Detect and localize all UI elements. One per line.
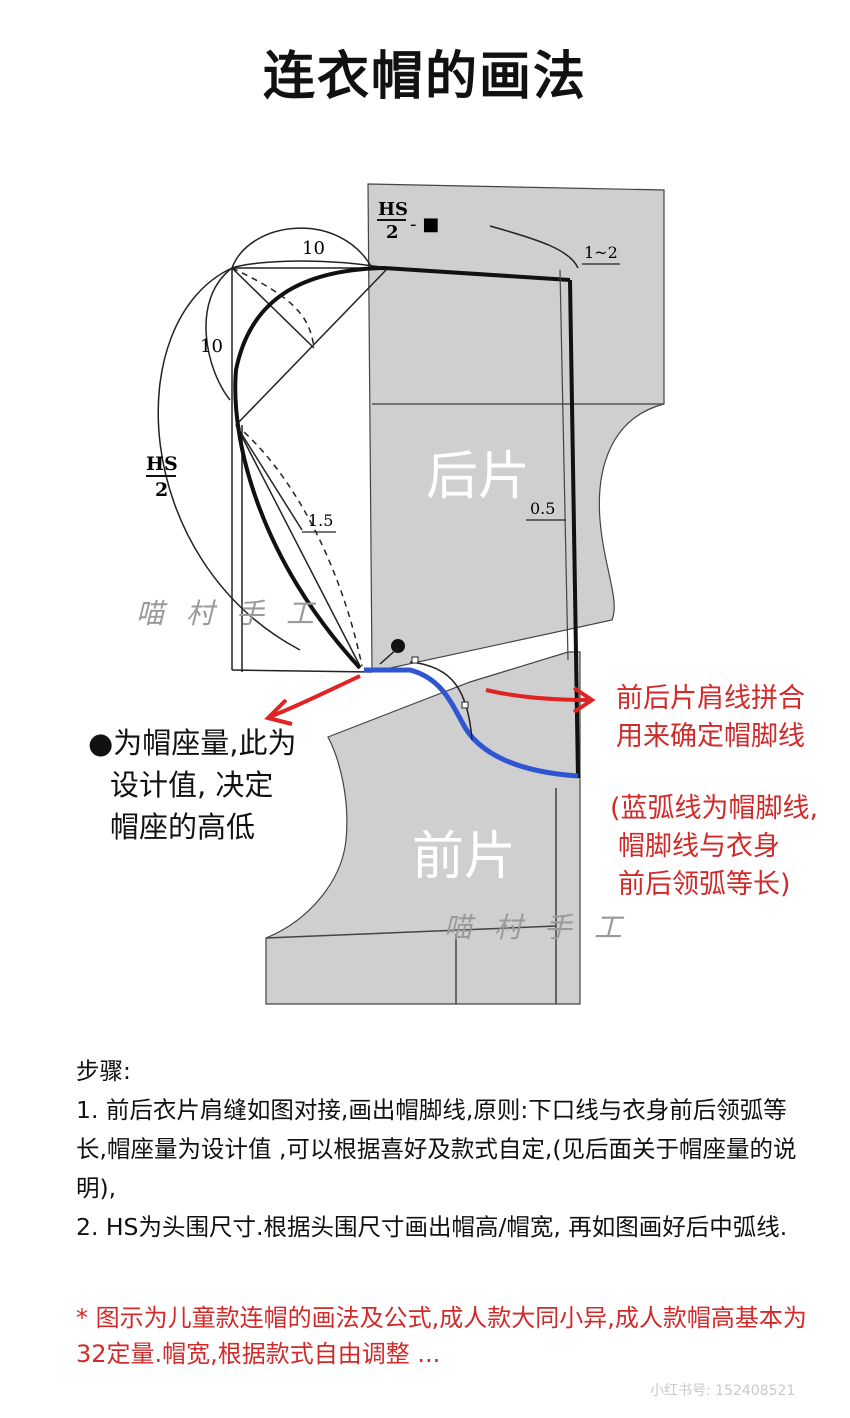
dim-hs-num: HS [146,453,178,475]
hood-foot-note-line1: (蓝弧线为帽脚线, [610,793,819,824]
hood-center-back-curve [233,265,571,670]
back-center-line-thin [559,269,569,661]
steps-section: 步骤: 1. 前后衣片肩缝如图对接,画出帽脚线,原则:下口线与衣身前后领弧等长,… [76,1052,816,1247]
hood-foot-note-line3: 前后领弧等长) [618,869,791,900]
red-arrow-left [264,674,361,726]
shoulder-note-line1: 前后片肩线拼合 [616,683,805,714]
dim-hs-top-suffix: - ■ [410,214,439,235]
dim-1-5-label: 1.5 [308,511,333,530]
hood-foot-note: (蓝弧线为帽脚线, 帽脚线与衣身 前后领弧等长) [610,790,818,904]
dim-side-label: 10 [200,336,223,357]
front-panel [265,651,581,1005]
dim-top-label: 10 [302,238,325,259]
watermark-2: 喵村手工 [444,911,645,944]
hood-seat-note-line2: 设计值, 决定 [110,768,274,802]
footnote: * 图示为儿童款连帽的画法及公式,成人款大同小异,成人款帽高基本为32定量.帽宽… [76,1304,807,1368]
hood-seat-note-line1: ●为帽座量,此为 [88,726,297,760]
notch-mark-2 [461,701,469,709]
step-2: 2. HS为头围尺寸.根据头围尺寸画出帽高/帽宽, 再如图画好后中弧线. [76,1213,788,1241]
dim-hs-top-den: 2 [386,222,399,243]
signature: 小红书号: 152408521 [650,1383,796,1399]
hood-seat-note-line3: 帽座的高低 [110,810,256,844]
hood-seat-line [379,647,399,665]
back-center-line [568,279,580,779]
hood-seat-note: ●为帽座量,此为 设计值, 决定 帽座的高低 [88,722,297,848]
front-panel-label: 前片 [412,827,516,887]
dim-0-5-label: 0.5 [530,499,555,518]
hood-seat-dot [391,639,405,653]
dim-hs-den: 2 [155,479,168,501]
dim-1-2-label: 1~2 [584,243,618,262]
step-1: 1. 前后衣片肩缝如图对接,画出帽脚线,原则:下口线与衣身前后领弧等长,帽座量为… [76,1096,797,1202]
construction-lines [231,260,389,673]
shoulder-note: 前后片肩线拼合 用来确定帽脚线 [616,680,805,756]
back-panel-label: 后片 [426,447,530,507]
radius-arcs [157,225,579,651]
dim-hs-top-num: HS [378,199,408,220]
notch-mark [411,656,419,664]
back-panel [367,183,665,673]
watermark-1: 喵村手工 [136,597,337,630]
steps-heading: 步骤: [76,1057,131,1085]
hood-foot-note-line2: 帽脚线与衣身 [618,831,780,862]
neck-curve [409,661,473,741]
hood-foot-line [364,667,579,779]
shoulder-note-line2: 用来确定帽脚线 [616,721,805,752]
front-hem-line [265,925,557,939]
page-title: 连衣帽的画法 [262,47,587,107]
hood-pattern-diagram: 10 10 HS 2 HS 2 - ■ 1~2 1.5 0.5 后片 前片 [146,183,665,1005]
red-arrow-right [485,686,596,714]
